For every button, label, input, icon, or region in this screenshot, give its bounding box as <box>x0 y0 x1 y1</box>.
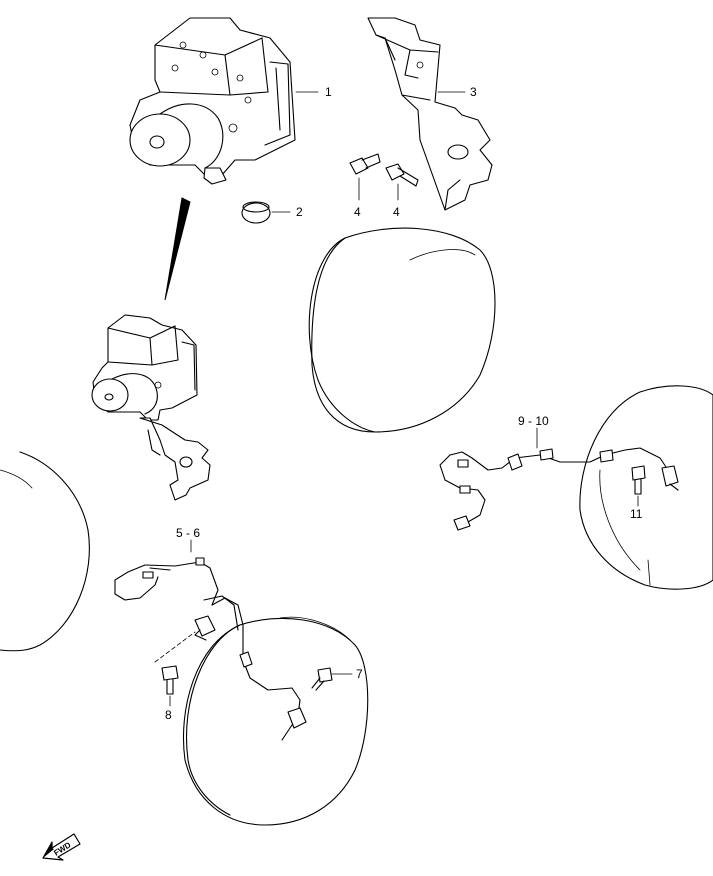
wheel-left <box>0 451 90 652</box>
callout-11: 11 <box>630 507 643 521</box>
wheel-right <box>579 385 713 590</box>
mounting-bracket <box>367 17 493 211</box>
abs-hydraulic-unit <box>129 17 296 185</box>
callout-8: 8 <box>165 708 172 722</box>
fwd-arrow-icon: FWD <box>42 833 81 861</box>
rear-speed-sensor-harness <box>439 447 679 531</box>
assembly-pointer-arrow <box>164 197 191 301</box>
bolt-8 <box>154 631 196 695</box>
grommet <box>241 201 271 224</box>
callout-4a: 4 <box>354 205 361 219</box>
callout-7: 7 <box>356 667 363 681</box>
bolt-4b <box>385 163 419 187</box>
abs-assembly <box>91 314 211 501</box>
bolt-4a <box>349 153 381 175</box>
sensor-bolt-11 <box>631 465 646 495</box>
callout-4b: 4 <box>393 205 400 219</box>
wheel-bottom <box>182 616 369 826</box>
callout-5-6: 5 - 6 <box>176 526 200 540</box>
callout-2: 2 <box>296 205 303 219</box>
sensor-bolt-7 <box>311 667 333 691</box>
wheel-center-right <box>308 227 496 433</box>
callout-9-10: 9 - 10 <box>518 414 549 428</box>
callout-3: 3 <box>470 85 477 99</box>
front-speed-sensor-harness <box>114 557 307 741</box>
callout-1: 1 <box>325 85 332 99</box>
